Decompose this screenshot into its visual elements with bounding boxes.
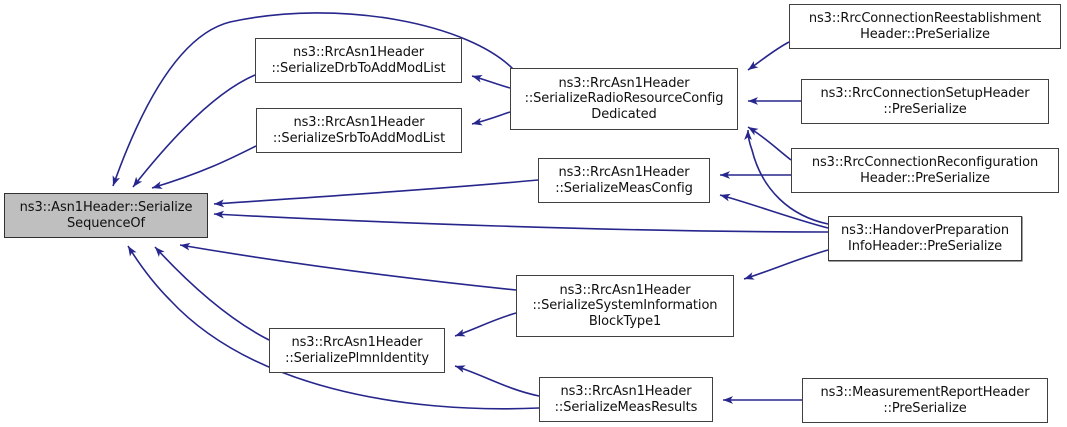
edge-radioresourceconfig-to-drb	[471, 74, 511, 89]
node-rrcconnectionreconfigurationheader-preserialize[interactable]: ns3::RrcConnectionReconfiguration Header…	[791, 148, 1059, 193]
edge-srb-to-root	[151, 145, 257, 189]
node-serializeradioresourceconfigdedicated[interactable]: ns3::RrcAsn1Header ::SerializeRadioResou…	[510, 68, 738, 130]
node-serializedrbtoaddmodlist[interactable]: ns3::RrcAsn1Header ::SerializeDrbToAddMo…	[255, 38, 462, 83]
node-rrcconnectionreestablishmentheader-preserialize[interactable]: ns3::RrcConnectionReestablishment Header…	[789, 4, 1061, 49]
edge-sib1-to-plmnidentity	[454, 312, 517, 337]
edge-measresults-to-plmnidentity	[454, 365, 540, 397]
node-measurementreportheader-preserialize[interactable]: ns3::MeasurementReportHeader ::PreSerial…	[802, 378, 1048, 423]
node-serializesysteminformationblocktype1[interactable]: ns3::RrcAsn1Header ::SerializeSystemInfo…	[516, 275, 734, 337]
edge-reconfiguration-to-radioresourceconfig	[747, 126, 792, 161]
edge-drb-to-root	[132, 74, 256, 188]
node-serializeplmnidentity[interactable]: ns3::RrcAsn1Header ::SerializePlmnIdenti…	[269, 328, 445, 373]
node-serializesrbtoaddmodlist[interactable]: ns3::RrcAsn1Header ::SerializeSrbToAddMo…	[256, 108, 462, 153]
edge-sib1-to-root	[179, 242, 517, 291]
edge-handover-to-sib1	[743, 249, 829, 280]
edge-handover-to-measconfig	[719, 193, 829, 229]
node-rrcconnectionsetupheader-preserialize[interactable]: ns3::RrcConnectionSetupHeader ::PreSeria…	[801, 79, 1049, 124]
edge-measconfig-to-root	[213, 179, 539, 208]
edge-radioresourceconfig-to-srb	[471, 111, 511, 126]
node-serializemeasresults[interactable]: ns3::RrcAsn1Header ::SerializeMeasResult…	[539, 377, 713, 422]
edge-reestablishment-to-radioresourceconfig	[747, 41, 790, 71]
node-asn1header-serializesequenceof[interactable]: ns3::Asn1Header::Serialize SequenceOf	[4, 193, 208, 238]
edge-plmnidentity-to-root	[154, 246, 270, 341]
node-serializemeasconfig[interactable]: ns3::RrcAsn1Header ::SerializeMeasConfig	[538, 158, 710, 203]
node-handoverpreparationinfoheader-preserialize[interactable]: ns3::HandoverPreparation InfoHeader::Pre…	[828, 216, 1022, 261]
edge-handover-to-root	[213, 210, 829, 233]
